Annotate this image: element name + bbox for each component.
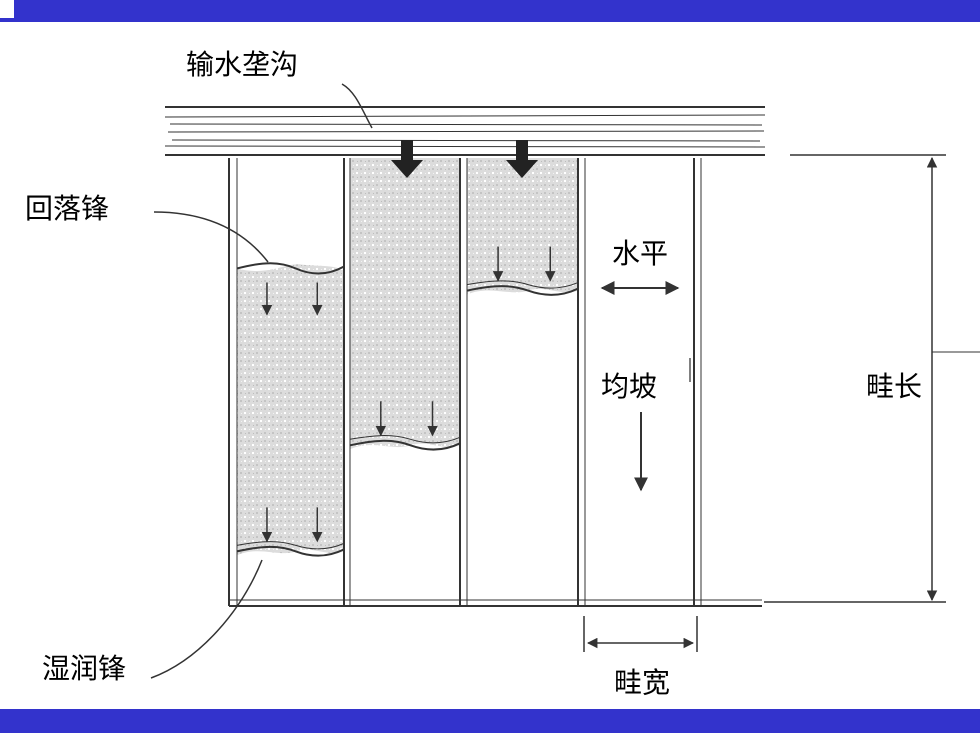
strip-3-wetting-front-inner xyxy=(466,280,579,289)
top-frame-notch xyxy=(0,0,14,18)
strip-3-water xyxy=(467,158,578,295)
width-dimension xyxy=(583,616,698,652)
supply-ditch xyxy=(164,106,766,156)
bottom-frame-bar xyxy=(0,709,980,733)
strip-1-wetting-front-inner xyxy=(236,541,345,550)
strip-1-wetting-front xyxy=(236,545,345,557)
label-uniform-slope: 均坡 xyxy=(601,370,658,403)
strip-3-wetting-front xyxy=(466,285,579,296)
label-border-width: 畦宽 xyxy=(614,666,671,699)
strip-2-wetting-front xyxy=(349,439,461,451)
water-layer xyxy=(237,158,578,556)
label-level: 水平 xyxy=(612,237,669,270)
leader-lines xyxy=(150,83,373,679)
strip-1-recession-front xyxy=(236,262,345,275)
strip-1-water xyxy=(237,264,344,556)
border-strips xyxy=(228,158,762,607)
label-wetting-front: 湿润锋 xyxy=(42,652,127,685)
strip-2-water xyxy=(350,158,460,450)
strip-2-wetting-front-inner xyxy=(349,435,461,444)
front-layer xyxy=(236,246,579,557)
label-supply-ditch: 输水垄沟 xyxy=(186,48,299,81)
label-border-length: 畦长 xyxy=(866,370,923,403)
length-dimension xyxy=(764,154,980,603)
top-frame-bar xyxy=(0,0,980,22)
inflow-arrows xyxy=(391,140,538,178)
label-recession-front: 回落锋 xyxy=(25,192,110,225)
